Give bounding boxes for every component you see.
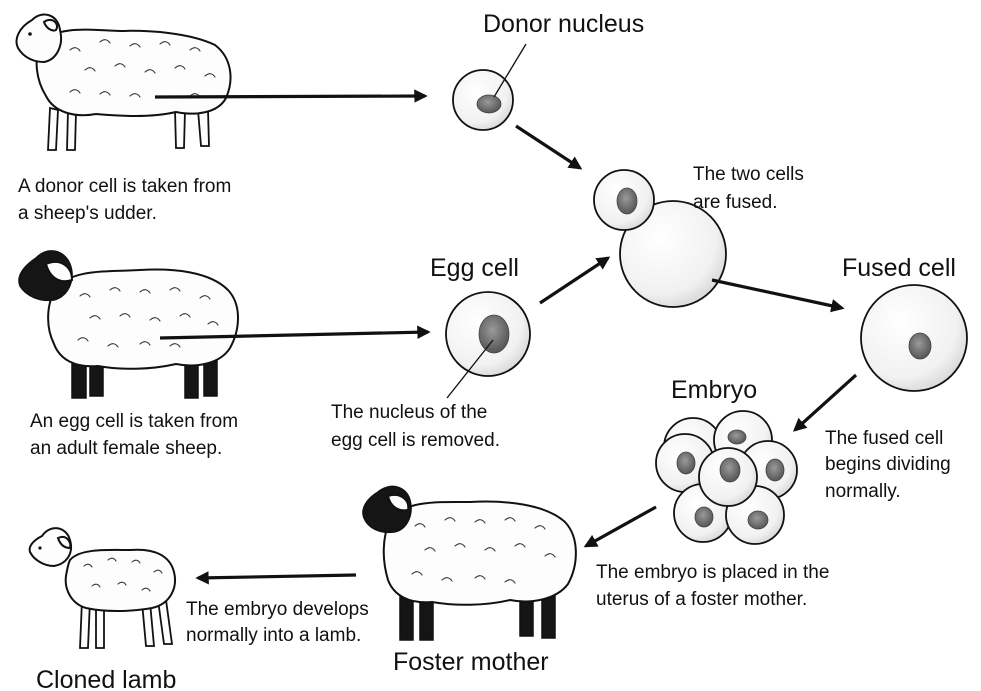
caption-begins-dividing: The fused cell begins dividing normally. [825,428,956,502]
donor-cell [453,70,513,130]
foster-mother-sheep [363,486,576,640]
caption-embryo-placed: The embryo is placed in the uterus of a … [596,562,835,610]
label-egg-cell: Egg cell [430,254,519,282]
arrow-fused-cell-to-embryo [795,375,856,430]
label-embryo: Embryo [671,376,757,404]
label-foster-mother: Foster mother [393,648,549,676]
arrow-donor-cell-to-fusion [516,126,580,168]
fused-cell [861,285,967,391]
egg-cell [446,292,530,376]
caption-develops: The embryo develops normally into a lamb… [186,599,374,646]
caption-egg-taken: An egg cell is taken from an adult femal… [30,411,243,459]
label-donor-nucleus: Donor nucleus [483,10,644,38]
arrow-donor-to-cell [155,96,425,97]
caption-nucleus-removed: The nucleus of the egg cell is removed. [331,402,500,451]
arrow-egg-to-fusion [540,258,608,303]
fused-nucleus [909,333,931,359]
caption-cells-fused: The two cells are fused. [693,164,809,213]
arrow-foster-to-lamb [198,575,356,578]
donor-sheep [17,15,231,150]
caption-donor-cell: A donor cell is taken from a sheep's udd… [18,176,237,224]
embryo [656,411,797,544]
arrow-fusion-to-fused-cell [712,280,842,308]
fusing-cells [594,170,726,307]
cloned-lamb [30,528,175,648]
arrow-embryo-to-foster [586,507,656,546]
egg-donor-sheep [19,251,238,398]
label-cloned-lamb: Cloned lamb [36,666,176,691]
fusing-nucleus [617,188,637,214]
egg-nucleus [479,315,509,353]
label-fused-cell: Fused cell [842,254,956,282]
donor-nucleus [477,95,501,113]
